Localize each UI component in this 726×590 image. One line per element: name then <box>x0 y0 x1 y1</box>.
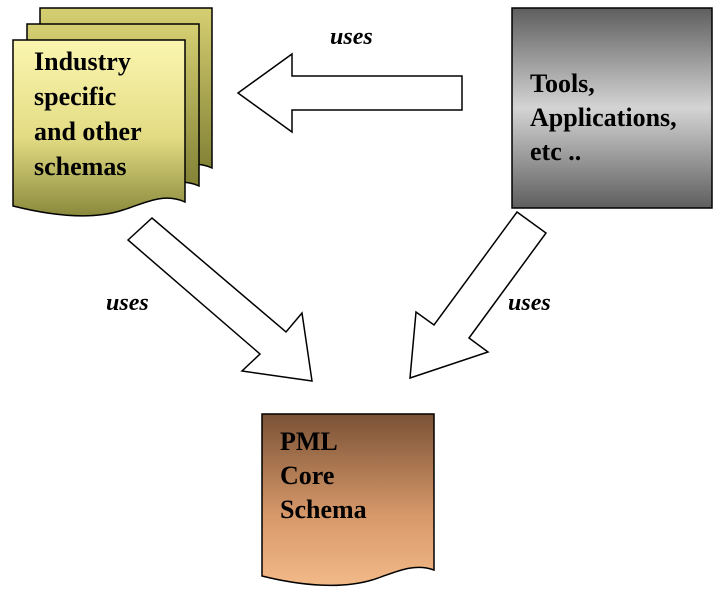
industry-line-2: specific <box>34 82 116 111</box>
arrow-industry-to-pml: uses <box>106 216 313 382</box>
tools-box-rect <box>511 7 713 209</box>
tools-label: Tools, Applications, etc .. <box>530 69 683 166</box>
industry-schemas-label: Industry specific and other schemas <box>34 47 148 181</box>
pml-line-3: Schema <box>280 495 367 524</box>
arrow-tools-to-industry: uses <box>236 24 463 134</box>
arrow-top-label: uses <box>330 24 373 50</box>
arrow-left-shape <box>126 216 313 382</box>
pml-line-2: Core <box>280 461 334 490</box>
document-front-sheet <box>12 39 186 217</box>
arrow-right-shape <box>409 210 548 380</box>
pml-core-schema-document: PML Core Schema <box>261 413 435 587</box>
arrow-right-label: uses <box>508 290 551 316</box>
industry-line-3: and other <box>34 117 141 146</box>
arrow-left-label: uses <box>106 290 149 316</box>
arrow-top-shape <box>236 52 463 134</box>
industry-schemas-stack: Industry specific and other schemas <box>12 7 213 217</box>
industry-line-4: schemas <box>34 152 126 181</box>
tools-line-3: etc .. <box>530 137 581 166</box>
industry-line-1: Industry <box>34 47 131 76</box>
tools-applications-box: Tools, Applications, etc .. <box>511 7 713 209</box>
arrow-tools-to-pml: uses <box>409 210 551 380</box>
pml-document-sheet <box>261 413 435 587</box>
tools-line-1: Tools, <box>530 69 595 98</box>
pml-label: PML Core Schema <box>280 427 367 524</box>
tools-line-2: Applications, <box>530 103 677 132</box>
pml-line-1: PML <box>280 427 337 456</box>
